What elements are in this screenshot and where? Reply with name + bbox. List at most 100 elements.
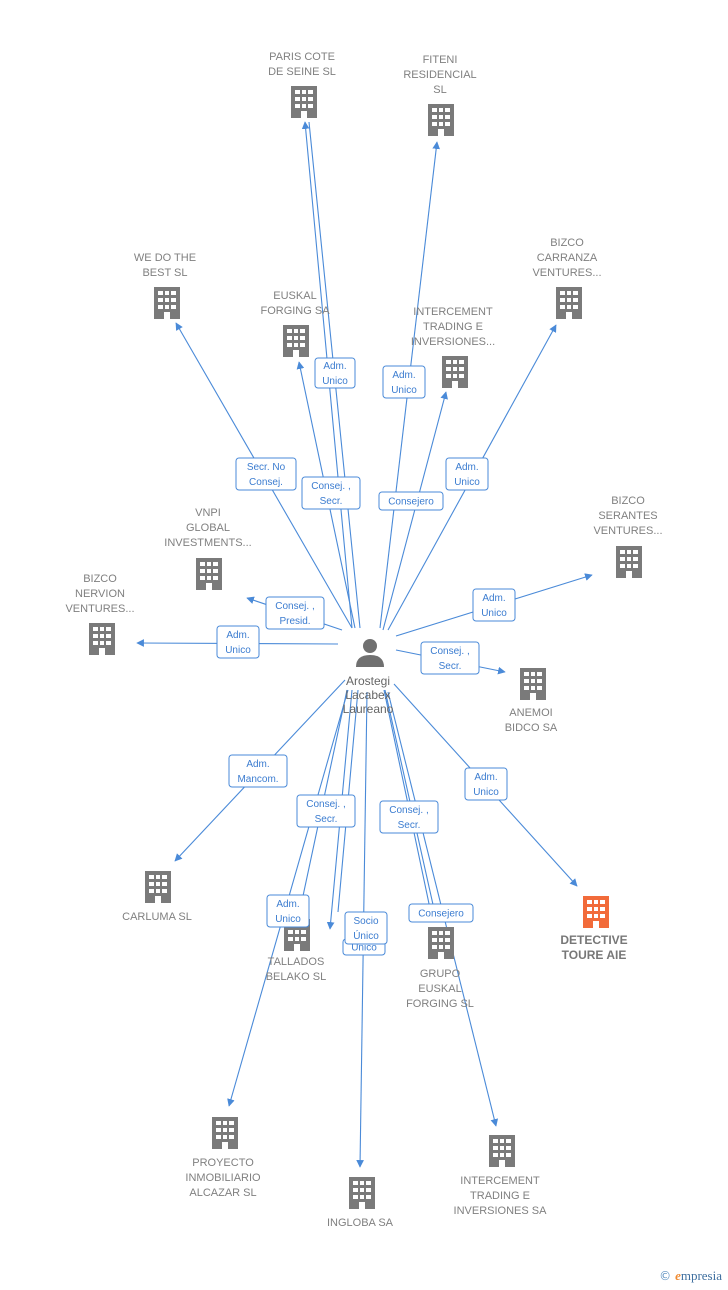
- edge-label: Adm. Unico: [382, 365, 426, 399]
- building-icon: [428, 104, 454, 136]
- company-label: INGLOBA SA: [327, 1217, 394, 1229]
- building-icon: [283, 325, 309, 357]
- svg-text:Unico: Unico: [473, 787, 499, 798]
- svg-text:Unico: Unico: [391, 385, 417, 396]
- svg-text:Unico: Unico: [225, 645, 251, 656]
- edge-label: Secr. No Consej.: [235, 457, 297, 491]
- svg-text:Consej. ,: Consej. ,: [311, 481, 350, 492]
- svg-text:Adm.: Adm.: [392, 370, 415, 381]
- building-icon: [212, 1117, 238, 1149]
- company-label: CARLUMA SL: [122, 911, 192, 923]
- svg-text:Adm.: Adm.: [323, 361, 346, 372]
- person-icon: [356, 639, 384, 667]
- svg-text:Adm.: Adm.: [482, 593, 505, 604]
- svg-text:Único: Único: [353, 929, 379, 942]
- edge-label: Adm. Unico: [314, 357, 356, 389]
- svg-text:Consej.: Consej.: [249, 477, 283, 488]
- edge-label: Consej. , Secr.: [301, 476, 361, 510]
- building-icon: [89, 623, 115, 655]
- building-icon: [489, 1135, 515, 1167]
- edge-label: Consej. , Secr.: [379, 800, 439, 834]
- svg-text:Secr.: Secr.: [439, 661, 462, 672]
- svg-text:Secr.: Secr.: [320, 496, 343, 507]
- svg-text:Consej. ,: Consej. ,: [275, 601, 314, 612]
- svg-text:Adm.: Adm.: [455, 462, 478, 473]
- copyright-icon: ©: [659, 1269, 672, 1283]
- edge-label: Adm. Unico: [472, 588, 516, 622]
- building-icon: [145, 871, 171, 903]
- svg-text:Mancom.: Mancom.: [237, 774, 278, 785]
- svg-text:Unico: Unico: [275, 914, 301, 925]
- svg-text:Secr.: Secr.: [398, 820, 421, 831]
- edge-label: Consej. ,Presid.: [265, 596, 325, 630]
- svg-text:Consej. ,: Consej. ,: [430, 646, 469, 657]
- company-node-carluma[interactable]: CARLUMA SL: [122, 871, 192, 923]
- edge-label: Adm. Unico: [445, 457, 489, 491]
- svg-text:Unico: Unico: [481, 608, 507, 619]
- building-icon: [428, 927, 454, 959]
- svg-text:Secr. No: Secr. No: [247, 462, 286, 473]
- edge-label: Consejero: [408, 903, 474, 923]
- svg-text:Adm.: Adm.: [276, 899, 299, 910]
- brand-initial: e: [675, 1268, 681, 1283]
- edge-label: Consej. , Secr.: [420, 641, 480, 675]
- svg-text:Adm.: Adm.: [246, 759, 269, 770]
- svg-text:Unico: Unico: [454, 477, 480, 488]
- svg-text:Consej. ,: Consej. ,: [389, 805, 428, 816]
- svg-text:Adm.: Adm.: [226, 630, 249, 641]
- edge-label: Consej. ,Secr.: [296, 794, 356, 828]
- svg-text:Adm.: Adm.: [474, 772, 497, 783]
- svg-text:Consejero: Consejero: [418, 909, 464, 920]
- brand-watermark: ©empresia: [659, 1268, 722, 1284]
- company-node-ingloba[interactable]: INGLOBA SA: [327, 1177, 394, 1229]
- building-icon: [291, 86, 317, 118]
- building-icon: [442, 356, 468, 388]
- svg-text:Consej. ,: Consej. ,: [306, 799, 345, 810]
- building-icon: [154, 287, 180, 319]
- building-icon: [520, 668, 546, 700]
- edge-label: Adm. Unico: [216, 625, 260, 659]
- edge-label: Adm. Mancom.: [228, 754, 288, 788]
- building-icon: [196, 558, 222, 590]
- svg-text:Unico: Unico: [351, 943, 377, 954]
- building-icon: [583, 896, 609, 928]
- svg-text:Unico: Unico: [322, 376, 348, 387]
- svg-text:Consejero: Consejero: [388, 497, 434, 508]
- building-icon: [556, 287, 582, 319]
- edge-label: Adm. Unico: [464, 767, 508, 801]
